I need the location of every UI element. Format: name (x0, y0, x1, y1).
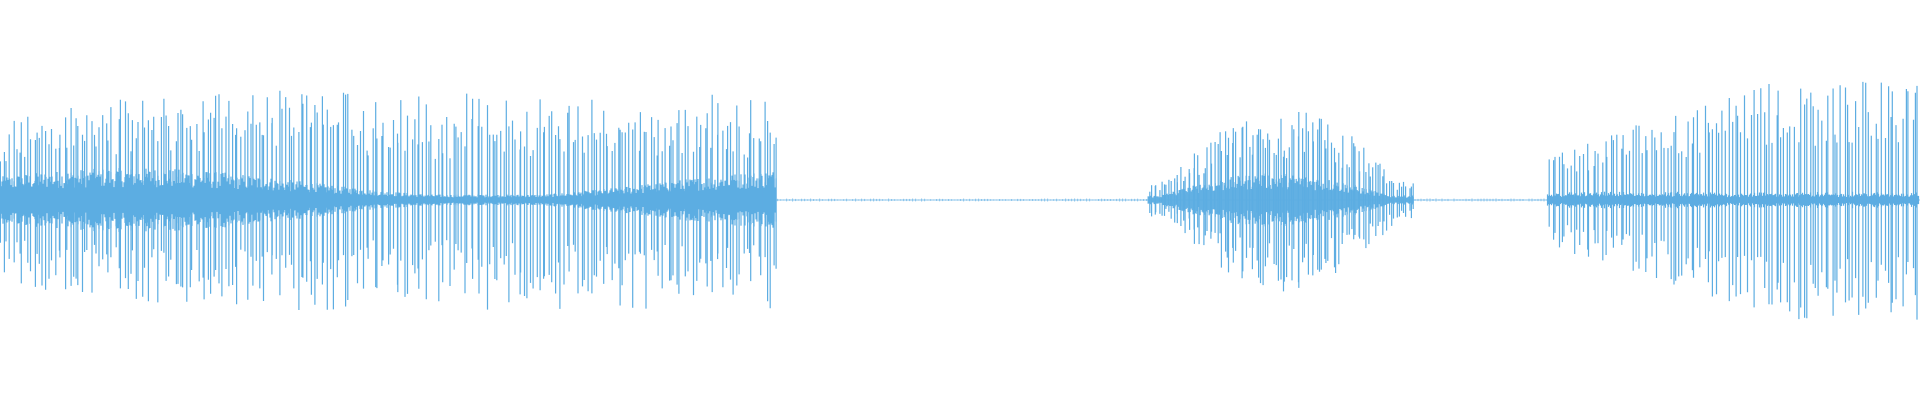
waveform-core (0, 168, 1920, 232)
waveform-peaks (0, 81, 1918, 320)
